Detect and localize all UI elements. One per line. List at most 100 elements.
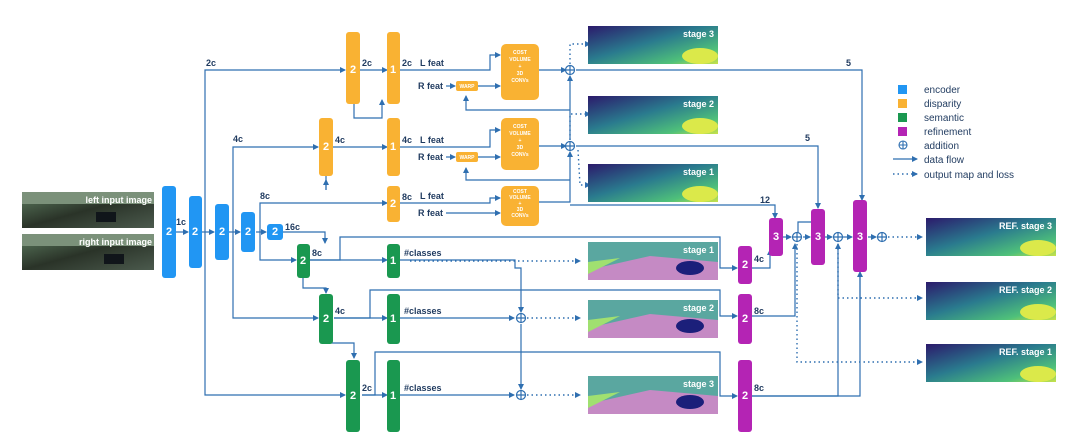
encoder-channel-16c: 16c	[285, 222, 300, 232]
disparity-block-3	[319, 118, 333, 176]
semantic-block-5	[346, 360, 360, 432]
plus-circle-icon	[515, 389, 527, 401]
legend: encoder disparity semantic refinement ad…	[893, 85, 1014, 181]
encoder-block-5-label: 2	[272, 226, 278, 238]
semantic-channel-8c: 8c	[312, 248, 322, 258]
data-flow-lines	[175, 52, 877, 399]
plus-circle-icon	[515, 312, 527, 324]
encoder-channel-4c: 4c	[233, 134, 243, 144]
disparity-block-3-label: 2	[323, 141, 329, 153]
semantic-block-3-label: 2	[323, 313, 329, 325]
svg-text:VOLUME: VOLUME	[509, 57, 531, 63]
refinement-block-5-label: 2	[742, 313, 748, 325]
refinement-block-2	[811, 209, 825, 265]
refinement-block-6	[738, 360, 752, 432]
r-feat-label-3: R feat	[418, 208, 443, 218]
encoder-block-3-label: 2	[219, 226, 225, 238]
warp-box-1	[456, 81, 478, 91]
ref-map-stage-3: REF. stage 3	[926, 218, 1056, 256]
plus-circle-icon	[564, 140, 576, 152]
refinement-blocks: 3 3 3 2 2 2 12 5 5 4c 8c 8c	[738, 58, 867, 432]
warp-box-2	[456, 152, 478, 162]
legend-disparity: disparity	[924, 99, 961, 110]
refinement-number-5b: 5	[846, 58, 851, 68]
r-feat-label-1: R feat	[418, 81, 443, 91]
semantic-block-4-label: 1	[390, 313, 396, 325]
encoder-block-4-label: 2	[245, 226, 251, 238]
disparity-channel-a: 2c	[362, 58, 372, 68]
semantic-block-3	[319, 294, 333, 344]
svg-text:COST: COST	[513, 189, 527, 195]
svg-text:+: +	[519, 201, 522, 207]
legend-swatch-refinement	[898, 127, 907, 136]
refined-maps: REF. stage 3 REF. stage 2 REF. stage 1	[926, 218, 1056, 382]
disparity-channel-c: 4c	[335, 135, 345, 145]
left-input-image: left input image	[22, 192, 154, 228]
svg-text:3D: 3D	[517, 71, 524, 77]
refinement-block-3-label: 3	[857, 231, 863, 243]
semantic-block-2-label: 1	[390, 255, 396, 267]
disparity-channel-e: 8c	[402, 192, 412, 202]
svg-text:3D: 3D	[517, 207, 524, 213]
refinement-block-1	[769, 218, 783, 256]
semantic-block-2	[387, 244, 400, 278]
disparity-map-stage-3: stage 3	[588, 26, 718, 64]
ref-map-stage-1: REF. stage 1	[926, 344, 1056, 382]
cost-volume-2: COST VOLUME + 3D CONVs	[501, 118, 539, 170]
warp-label-1: WARP	[460, 84, 476, 90]
encoder-channel-1c: 1c	[176, 217, 186, 227]
svg-text:stage 2: stage 2	[683, 303, 714, 313]
refinement-channel-4c: 4c	[754, 254, 764, 264]
refinement-number-12: 12	[760, 195, 770, 205]
svg-text:COST: COST	[513, 124, 527, 130]
svg-text:stage 3: stage 3	[683, 379, 714, 389]
l-feat-label-1: L feat	[420, 58, 444, 68]
disparity-block-4-label: 1	[390, 141, 396, 153]
encoder-blocks: 2 2 2 2 2 1c 2c 4c 8c 16c	[162, 58, 300, 278]
refinement-channel-8c-a: 8c	[754, 306, 764, 316]
cost-volume-3: COST VOLUME + 3D CONVs	[501, 186, 539, 226]
svg-text:CONVs: CONVs	[511, 78, 528, 84]
refinement-block-5	[738, 294, 752, 344]
semantic-map-stage-2: stage 2	[588, 300, 718, 338]
svg-text:+: +	[519, 64, 522, 70]
svg-text:stage 3: stage 3	[683, 29, 714, 39]
l-feat-label-3: L feat	[420, 191, 444, 201]
legend-semantic: semantic	[924, 113, 964, 124]
disparity-block-4	[387, 118, 400, 176]
semantic-block-4	[387, 294, 400, 344]
l-feat-label-2: L feat	[420, 135, 444, 145]
svg-text:stage 1: stage 1	[683, 245, 714, 255]
semantic-block-5-label: 2	[350, 390, 356, 402]
right-input-image: right input image	[22, 234, 154, 270]
legend-refinement: refinement	[924, 127, 971, 138]
encoder-block-2-label: 2	[192, 226, 198, 238]
semantic-channel-4c: 4c	[335, 306, 345, 316]
disparity-block-2	[387, 32, 400, 104]
addition-nodes	[515, 64, 888, 401]
right-input-label: right input image	[79, 237, 152, 247]
disparity-map-stage-2: stage 2	[588, 96, 718, 134]
classes-label-3: #classes	[404, 383, 442, 393]
semantic-maps: stage 1 stage 2 stage 3	[588, 242, 718, 414]
disparity-maps: stage 3 stage 2 stage 1	[588, 26, 718, 202]
disparity-block-1	[346, 32, 360, 104]
svg-text:REF. stage 3: REF. stage 3	[999, 221, 1052, 231]
refinement-block-6-label: 2	[742, 390, 748, 402]
plus-circle-icon	[898, 140, 908, 150]
svg-text:VOLUME: VOLUME	[509, 195, 531, 201]
plus-circle-icon	[791, 231, 803, 243]
refinement-channel-8c-b: 8c	[754, 383, 764, 393]
disparity-channel-d: 4c	[402, 135, 412, 145]
refinement-block-1-label: 3	[773, 231, 779, 243]
plus-circle-icon	[876, 231, 888, 243]
svg-text:CONVs: CONVs	[511, 213, 528, 219]
encoder-block-4	[241, 212, 255, 252]
semantic-blocks: 2 1 2 1 2 1 8c 4c 2c #classes #classes #…	[297, 244, 442, 432]
svg-text:COST: COST	[513, 50, 527, 56]
refinement-block-3	[853, 200, 867, 272]
semantic-map-stage-3: stage 3	[588, 376, 718, 414]
semantic-block-6	[387, 360, 400, 432]
warp-label-2: WARP	[460, 155, 476, 161]
